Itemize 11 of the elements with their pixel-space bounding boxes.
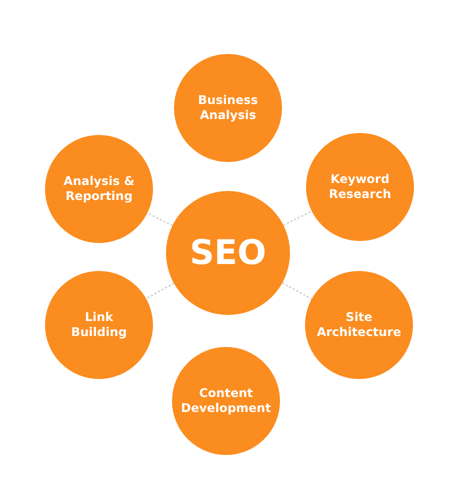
center-title: SEO <box>190 232 266 274</box>
circle-label: Content Development <box>180 386 272 416</box>
connector-line <box>283 210 312 226</box>
connector-line <box>146 282 174 300</box>
circle-label: Site Architecture <box>316 310 402 340</box>
connector-line <box>147 212 173 226</box>
circle-label: Analysis & Reporting <box>62 174 136 204</box>
circle-label: Business Analysis <box>197 93 259 123</box>
connector-line <box>282 282 312 300</box>
circle-label: Link Building <box>70 310 128 340</box>
circle-label: Keyword Research <box>328 172 392 202</box>
